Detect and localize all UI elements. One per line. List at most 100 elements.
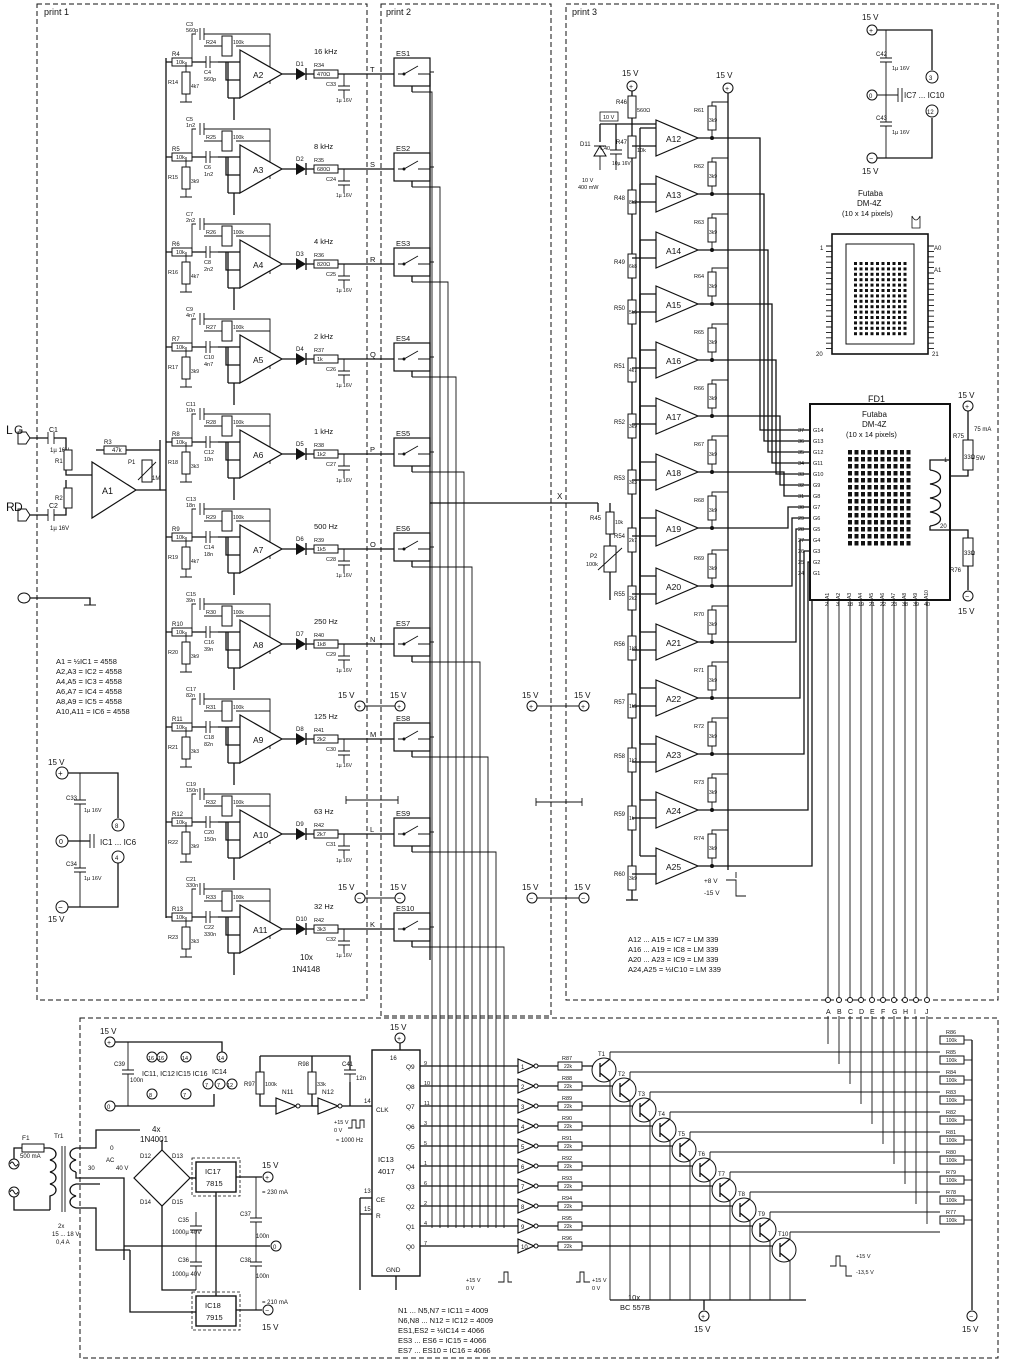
fd-pin-number: 33 <box>798 472 804 478</box>
small-display-brand: Futaba <box>858 189 883 198</box>
band-frequency: 16 kHz <box>314 47 338 56</box>
ro-label: R42 <box>314 823 324 829</box>
cs-label: C10 <box>204 355 214 361</box>
right-input-connector <box>17 508 31 522</box>
rg-value: 3k9 <box>191 654 199 660</box>
base-resistor-label: R95 <box>562 1216 572 1222</box>
ic-list-line: A6,A7 = IC4 = 4558 <box>56 687 122 696</box>
fd-grid-label: G10 <box>813 472 823 478</box>
amp-label: A9 <box>253 735 264 745</box>
inverter-gate <box>517 1098 536 1114</box>
transistor-label: T3 <box>638 1092 646 1098</box>
pulldown-value: 100k <box>946 1098 957 1104</box>
ic-list-line: A12 ... A15 = IC7 = LM 339 <box>628 935 718 944</box>
ic13-output-label: Q7 <box>406 1104 415 1111</box>
r1 <box>63 449 73 471</box>
c36-value: 1000µ 40V <box>172 1272 201 1278</box>
comparator-label: A25 <box>666 862 681 872</box>
ladder-resistor-value: 5k6 <box>629 310 637 316</box>
rg-label: R20 <box>168 650 178 656</box>
bandpass-amp <box>239 523 284 575</box>
front-end: L G R D C1 C2 1µ 16V 1µ 16V R1 R2 A1 R3 … <box>6 58 167 918</box>
pullup-label: R62 <box>694 164 704 170</box>
transistor-label: T1 <box>598 1052 606 1058</box>
ladder-resistor-value: 3k9 <box>629 424 637 430</box>
ic13-output-label: Q3 <box>406 1184 415 1191</box>
switch-label: ES1 <box>396 49 410 58</box>
cfb-value: 330n <box>186 883 198 889</box>
transistor <box>771 1237 797 1263</box>
switch-label: ES8 <box>396 714 410 723</box>
r98-value: 33k <box>317 1082 326 1088</box>
link-letter: O <box>370 540 376 549</box>
ro-label: R34 <box>314 63 324 69</box>
clock-freq: ≈ 1000 Hz <box>336 1138 363 1144</box>
ct-value: 1µ 16V <box>336 383 353 389</box>
ladder-resistor-label: R49 <box>614 260 626 266</box>
svg-text:+: + <box>397 1036 401 1043</box>
ro-value: 2k2 <box>317 737 326 743</box>
pullup-value: 3k9 <box>709 230 717 236</box>
c33-value: 1µ 16V <box>84 808 102 814</box>
c1-value: 1µ 16V <box>50 448 69 454</box>
analog-switch <box>393 817 431 847</box>
c42-value: 1µ 16V <box>892 66 910 72</box>
ct-label: C31 <box>326 842 336 848</box>
d13-label: D13 <box>172 1154 184 1160</box>
c38-value: 100n <box>256 1274 269 1280</box>
cs-label: C6 <box>204 165 211 171</box>
diode-label: D1 <box>296 62 304 68</box>
inverter-gate <box>517 1138 536 1154</box>
inverter-gate <box>517 1058 536 1074</box>
supply3-minus: 15 V <box>862 167 879 176</box>
fd-pin-number: 26 <box>798 549 804 555</box>
ct-label: C33 <box>326 82 336 88</box>
ro-label: R41 <box>314 728 324 734</box>
bandpass-amp <box>239 143 284 195</box>
rin-label: R10 <box>172 622 184 628</box>
rf-value: 100k <box>233 325 244 331</box>
ground-resistor <box>181 546 191 570</box>
ro-value: 1k <box>317 357 323 363</box>
cfb-label: C15 <box>186 592 196 598</box>
comparator-label: A14 <box>666 246 681 256</box>
rectifier-diode <box>296 163 306 175</box>
svg-text:−: − <box>869 156 873 163</box>
ic13-type: 4017 <box>378 1167 395 1176</box>
rf-value: 100k <box>233 420 244 426</box>
supply3-zero: 0 <box>869 94 873 100</box>
band-frequency: 500 Hz <box>314 522 338 531</box>
link-letter: Q <box>370 350 376 359</box>
base-resistor <box>557 1201 583 1211</box>
bandpass-amp <box>239 713 284 765</box>
svg-text:−: − <box>357 896 361 903</box>
fd-grid-label: G11 <box>813 461 823 467</box>
comparator-amp <box>655 791 700 829</box>
diode-label: D10 <box>296 917 308 923</box>
c34-label: C34 <box>66 862 78 868</box>
base-resistor-label: R96 <box>562 1236 572 1242</box>
column-letter: J <box>925 1009 929 1016</box>
ic13-output-label: Q9 <box>406 1064 415 1071</box>
cs-value: 2n2 <box>204 267 213 273</box>
band-frequency: 250 Hz <box>314 617 338 626</box>
link-letter: P <box>370 445 375 454</box>
pulldown-label: R81 <box>946 1130 956 1136</box>
feedback-resistor <box>221 890 233 912</box>
ic18-value: 7915 <box>206 1313 223 1322</box>
pin3: 3 <box>929 76 933 82</box>
rf-value: 100k <box>233 610 244 616</box>
pin: 14 <box>182 1056 188 1062</box>
switch-label: ES2 <box>396 144 410 153</box>
pullup-value: 3k9 <box>709 174 717 180</box>
band-frequency: 4 kHz <box>314 237 333 246</box>
link-letter: N <box>370 635 375 644</box>
ladder-resistor-label: R60 <box>614 872 626 878</box>
ladder-resistor-value: 1k <box>629 816 635 822</box>
